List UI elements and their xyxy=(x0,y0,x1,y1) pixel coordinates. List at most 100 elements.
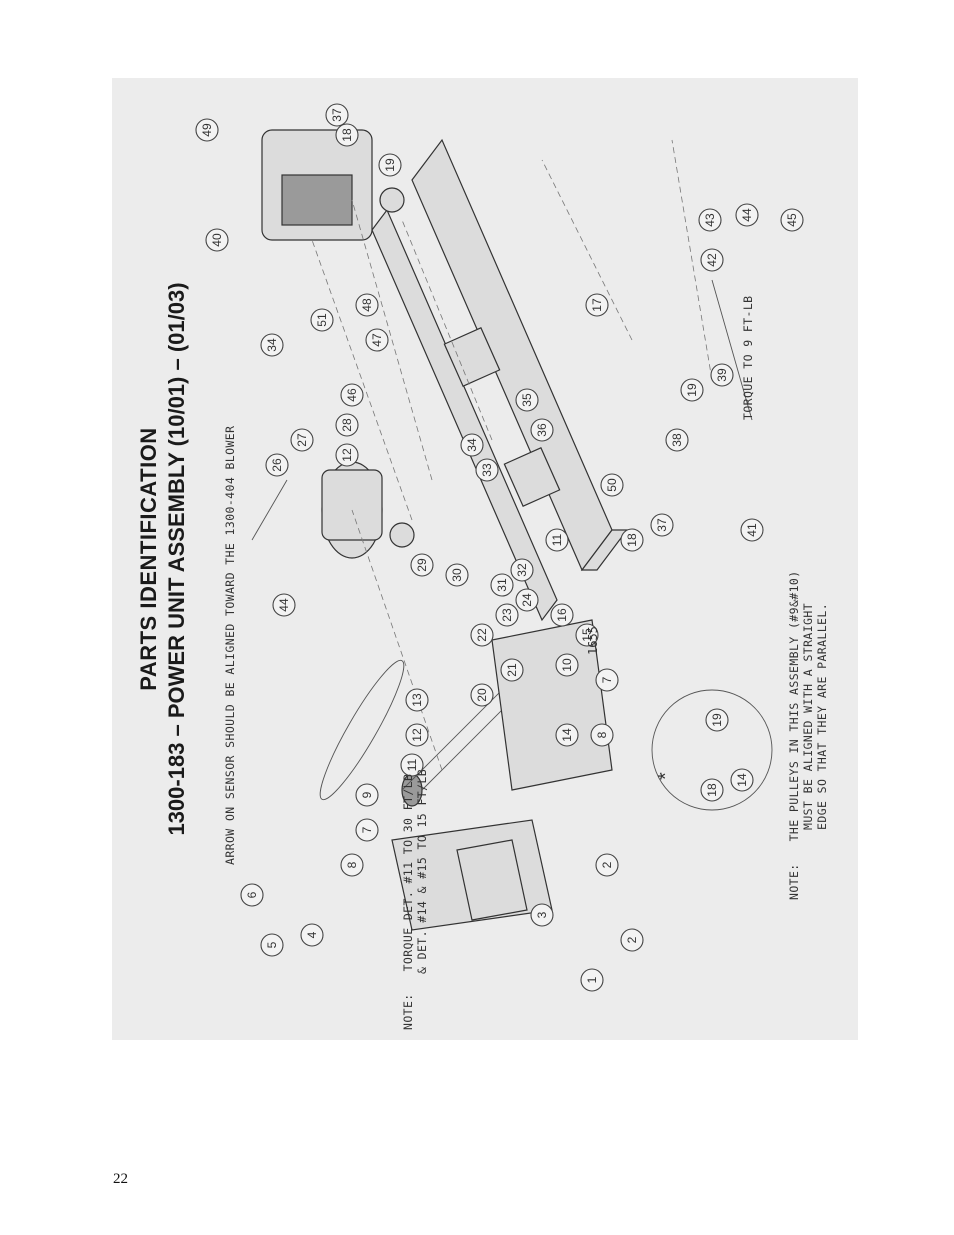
callout-32: 32 xyxy=(510,558,534,582)
callout-12b: 12 xyxy=(335,443,359,467)
svg-text:5: 5 xyxy=(265,941,279,948)
callout-11: 11 xyxy=(400,753,424,777)
svg-text:22: 22 xyxy=(475,628,489,642)
callout-40: 40 xyxy=(205,228,229,252)
callout-44b: 44 xyxy=(735,203,759,227)
svg-text:14: 14 xyxy=(735,773,749,787)
callout-8b: 8 xyxy=(590,723,614,747)
svg-text:39: 39 xyxy=(715,368,729,382)
svg-text:28: 28 xyxy=(340,418,354,432)
callout-2b: 2 xyxy=(595,853,619,877)
callout-37: 37 xyxy=(650,513,674,537)
svg-text:6: 6 xyxy=(245,891,259,898)
callout-48: 48 xyxy=(355,293,379,317)
assembly-leader-lines xyxy=(311,139,713,771)
note-arrow-sensor: ARROW ON SENSOR SHOULD BE ALIGNED TOWARD… xyxy=(223,425,237,865)
callout-2: 2 xyxy=(620,928,644,952)
svg-text:43: 43 xyxy=(703,213,717,227)
svg-text:17: 17 xyxy=(590,298,604,312)
callout-17: 17 xyxy=(585,293,609,317)
note-pulley-line3: EDGE SO THAT THEY ARE PARALLEL. xyxy=(815,602,829,830)
callout-37b: 37 xyxy=(325,103,349,127)
callout-9: 9 xyxy=(355,783,379,807)
drawing-number: 1655 xyxy=(586,626,600,655)
svg-text:7: 7 xyxy=(600,676,614,683)
svg-text:42: 42 xyxy=(705,253,719,267)
callout-12: 12 xyxy=(405,723,429,747)
callout-14b: 14 xyxy=(730,768,754,792)
engine-unit xyxy=(261,129,405,241)
callout-27: 27 xyxy=(290,428,314,452)
note-torque-9: TORQUE TO 9 FT-LB xyxy=(741,295,755,420)
svg-text:50: 50 xyxy=(605,478,619,492)
svg-text:15: 15 xyxy=(580,628,594,642)
callout-19b: 19 xyxy=(680,378,704,402)
callout-35: 35 xyxy=(515,388,539,412)
svg-text:49: 49 xyxy=(200,123,214,137)
page-number: 22 xyxy=(113,1171,128,1187)
svg-text:3: 3 xyxy=(535,911,549,918)
callout-46: 46 xyxy=(340,383,364,407)
pulley-detail-view xyxy=(651,689,773,811)
svg-text:23: 23 xyxy=(500,608,514,622)
rotated-diagram-frame: PARTS IDENTIFICATION 1300-183 – POWER UN… xyxy=(112,78,858,1040)
callout-44: 44 xyxy=(272,593,296,617)
svg-text:44: 44 xyxy=(277,598,291,612)
svg-text:16: 16 xyxy=(555,608,569,622)
svg-text:48: 48 xyxy=(360,298,374,312)
callout-49: 49 xyxy=(195,118,219,142)
callout-1: 1 xyxy=(580,968,604,992)
svg-text:18: 18 xyxy=(340,128,354,142)
note-pulley-line1: NOTE: THE PULLEYS IN THIS ASSEMBLY (#9&#… xyxy=(787,570,801,900)
callout-15: 15 xyxy=(575,623,599,647)
callout-51: 51 xyxy=(310,308,334,332)
svg-text:32: 32 xyxy=(515,563,529,577)
frame-assembly xyxy=(371,138,629,622)
note-torque-line2: & DET. #14 & #15 TO 15 FT/LB xyxy=(415,768,429,974)
svg-text:20: 20 xyxy=(475,688,489,702)
callout-7: 7 xyxy=(355,818,379,842)
svg-text:30: 30 xyxy=(450,568,464,582)
callout-41: 41 xyxy=(740,518,764,542)
svg-text:19: 19 xyxy=(383,158,397,172)
callout-29: 29 xyxy=(410,553,434,577)
callout-45: 45 xyxy=(780,208,804,232)
callout-21: 21 xyxy=(500,658,524,682)
svg-text:4: 4 xyxy=(305,931,319,938)
svg-text:33: 33 xyxy=(480,463,494,477)
svg-text:18: 18 xyxy=(625,533,639,547)
svg-text:47: 47 xyxy=(370,333,384,347)
svg-text:14: 14 xyxy=(560,728,574,742)
svg-text:34: 34 xyxy=(465,438,479,452)
callout-50: 50 xyxy=(600,473,624,497)
svg-text:46: 46 xyxy=(345,388,359,402)
svg-text:12: 12 xyxy=(410,728,424,742)
callout-42: 42 xyxy=(700,248,724,272)
svg-text:11: 11 xyxy=(550,533,564,546)
belt-guard xyxy=(391,819,553,931)
callout-18b: 18 xyxy=(620,528,644,552)
svg-text:31: 31 xyxy=(495,578,509,592)
svg-text:35: 35 xyxy=(520,393,534,407)
callout-19: 19 xyxy=(705,708,729,732)
callout-28: 28 xyxy=(335,413,359,437)
callout-6: 6 xyxy=(240,883,264,907)
svg-text:34: 34 xyxy=(265,338,279,352)
svg-text:37: 37 xyxy=(330,108,344,122)
callout-16: 16 xyxy=(550,603,574,627)
svg-text:26: 26 xyxy=(270,458,284,472)
callout-38: 38 xyxy=(665,428,689,452)
svg-text:36: 36 xyxy=(535,423,549,437)
callout-36: 36 xyxy=(530,418,554,442)
callout-20: 20 xyxy=(470,683,494,707)
callout-5: 5 xyxy=(260,933,284,957)
svg-text:2: 2 xyxy=(625,936,639,943)
svg-text:18: 18 xyxy=(705,783,719,797)
callout-19c: 19 xyxy=(378,153,402,177)
svg-text:38: 38 xyxy=(670,433,684,447)
svg-text:2: 2 xyxy=(600,861,614,868)
svg-text:10: 10 xyxy=(560,658,574,672)
svg-text:13: 13 xyxy=(410,693,424,707)
svg-text:45: 45 xyxy=(785,213,799,227)
svg-text:19: 19 xyxy=(710,713,724,727)
